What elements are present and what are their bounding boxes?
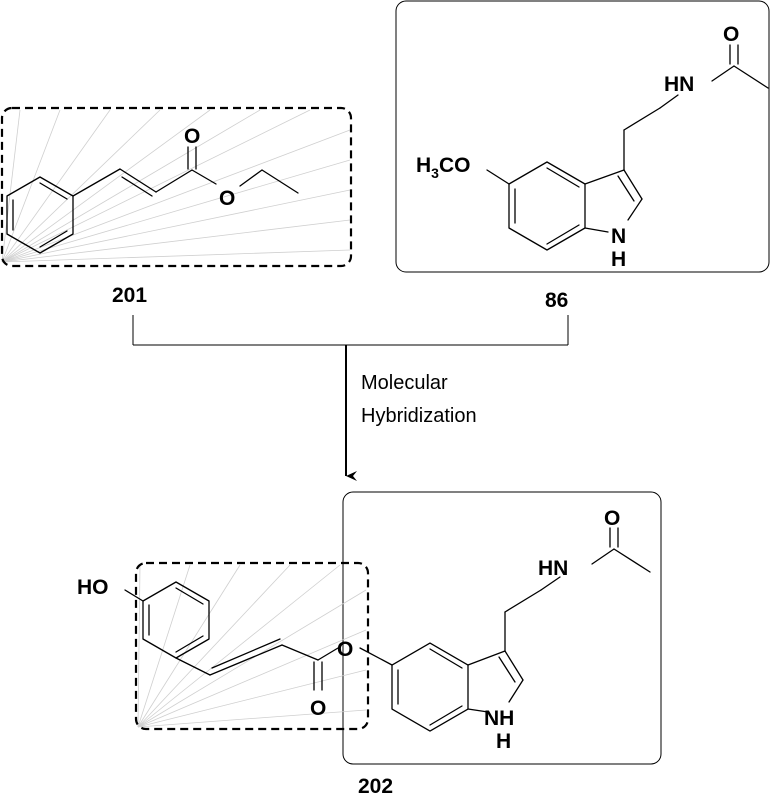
dashed-box-201 (0, 106, 353, 268)
structure-201 (6, 146, 299, 254)
atom-n-indole-86: N (611, 225, 626, 248)
atom-o-carbonyl-202: O (310, 697, 326, 720)
atom-methoxy-86: H3CO (416, 154, 470, 181)
step-label-line2: Hybridization (361, 405, 477, 427)
compound-label-86: 86 (545, 289, 568, 312)
compound-label-202: 202 (358, 775, 393, 798)
atom-hn-86: HN (664, 73, 694, 96)
atom-hn-202: HN (538, 557, 568, 580)
atom-ho-202: HO (77, 576, 109, 599)
dashed-box-202 (134, 561, 370, 731)
solid-box-202 (342, 491, 662, 765)
solid-box-86 (395, 0, 770, 273)
atom-o-amide-86: O (723, 23, 739, 46)
hybridization-arrow: Molecular Hybridization (132, 315, 569, 481)
atom-h-indole-86: H (611, 248, 626, 271)
structure-202 (124, 527, 651, 732)
atom-o-ester-202: O (337, 638, 353, 661)
atom-o-ester-201: O (219, 187, 235, 210)
atom-h-indole-202: H (496, 730, 511, 753)
highlight-rays-201 (1, 109, 351, 263)
compound-86: H3CO HN O N H 86 (395, 0, 770, 312)
compound-label-201: 201 (112, 284, 147, 307)
compound-201: O O 201 (0, 106, 353, 307)
step-label-line1: Molecular (361, 372, 448, 394)
atom-o-carbonyl-201: O (184, 125, 200, 148)
compound-202: HO O O HN O NH H 202 (77, 491, 662, 798)
atom-o-amide-202: O (604, 507, 620, 530)
highlight-rays-202 (137, 564, 367, 728)
structure-86 (486, 44, 769, 251)
atom-nh-indole-202: NH (484, 707, 514, 730)
